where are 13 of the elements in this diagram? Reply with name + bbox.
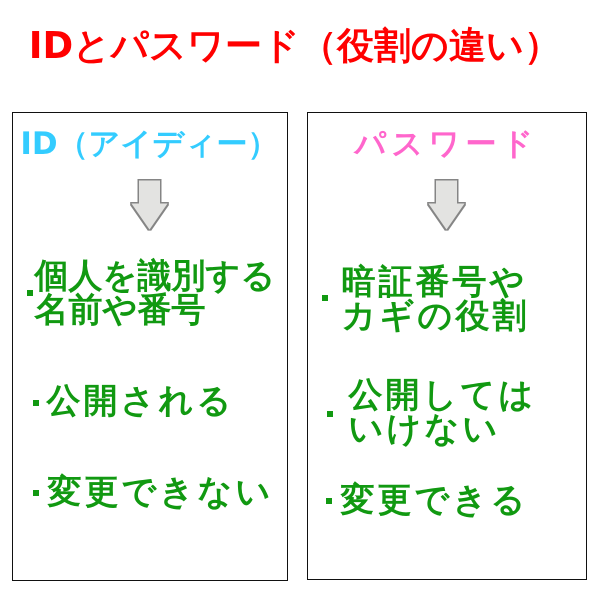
column-panel [307, 112, 587, 580]
list-item-text: 個人を識別する名前や番号 [34, 258, 276, 326]
list-item-text: 暗証番号やカギの役割 [342, 264, 530, 332]
list-item-text: 公開される [46, 384, 236, 418]
block-arrow [132, 180, 168, 230]
column-heading: ID（アイディー） [20, 126, 279, 162]
list-item-text: 変更できる [340, 482, 530, 516]
list-item-text: 変更できない [48, 474, 274, 508]
column-panel [12, 112, 288, 581]
block-arrow [428, 180, 464, 230]
list-item-text: 公開してはいけない [348, 378, 538, 446]
column-heading: パスワード [354, 126, 538, 162]
title: IDとパスワード（役割の違い） [28, 24, 562, 68]
